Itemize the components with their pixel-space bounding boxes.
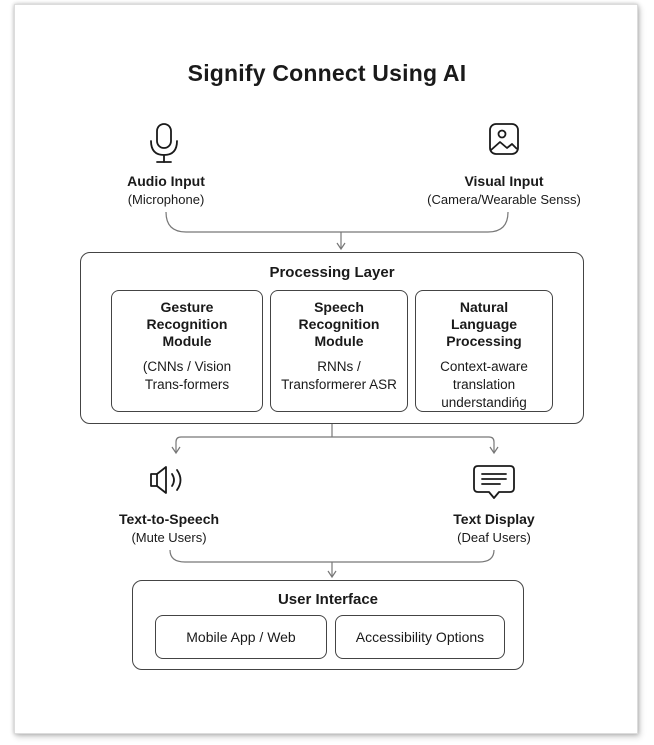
module-title: Natural Language Processing — [446, 299, 522, 349]
visual-input-label: Visual Input — [464, 173, 544, 189]
text-display-output: Text Display (Deaf Users) — [424, 462, 564, 545]
module-title: Speech Recognition Module — [298, 299, 380, 349]
natural-language-processing-module: Natural Language Processing Context-awar… — [415, 290, 553, 412]
speaker-icon — [150, 466, 182, 494]
module-title: Gesture Recognition Module — [146, 299, 228, 349]
tts-sub: (Mute Users) — [131, 530, 207, 545]
visual-input: Visual Input (Camera/Wearable Senss) — [404, 120, 604, 207]
text-display-label: Text Display — [453, 511, 535, 527]
audio-input-label: Audio Input — [127, 173, 205, 189]
visual-input-sub: (Camera/Wearable Senss) — [427, 192, 581, 207]
mobile-app-web-option[interactable]: Mobile App / Web — [155, 615, 327, 659]
gesture-recognition-module: Gesture Recognition Module (CNNs / Visio… — [111, 290, 263, 412]
speech-recognition-module: Speech Recognition Module RNNs / Transfo… — [270, 290, 408, 412]
processing-layer-title: Processing Layer — [269, 264, 395, 281]
module-text: RNNs / Transformerer ASR — [281, 359, 397, 392]
text-display-sub: (Deaf Users) — [457, 530, 531, 545]
message-icon — [473, 465, 515, 499]
module-text: Context-aware translation understandińg — [440, 359, 528, 410]
diagram-title: Signify Connect Using AI — [187, 60, 467, 86]
image-icon — [489, 123, 519, 155]
audio-input: Audio Input (Microphone) — [96, 120, 236, 207]
accessibility-options[interactable]: Accessibility Options — [335, 615, 505, 659]
audio-input-sub: (Microphone) — [127, 192, 205, 207]
text-to-speech-output: Text-to-Speech (Mute Users) — [96, 462, 242, 545]
module-text: (CNNs / Vision Trans-formers — [142, 359, 232, 392]
user-interface-title: User Interface — [277, 591, 379, 608]
microphone-icon — [150, 123, 178, 163]
tts-label: Text-to-Speech — [118, 511, 220, 527]
